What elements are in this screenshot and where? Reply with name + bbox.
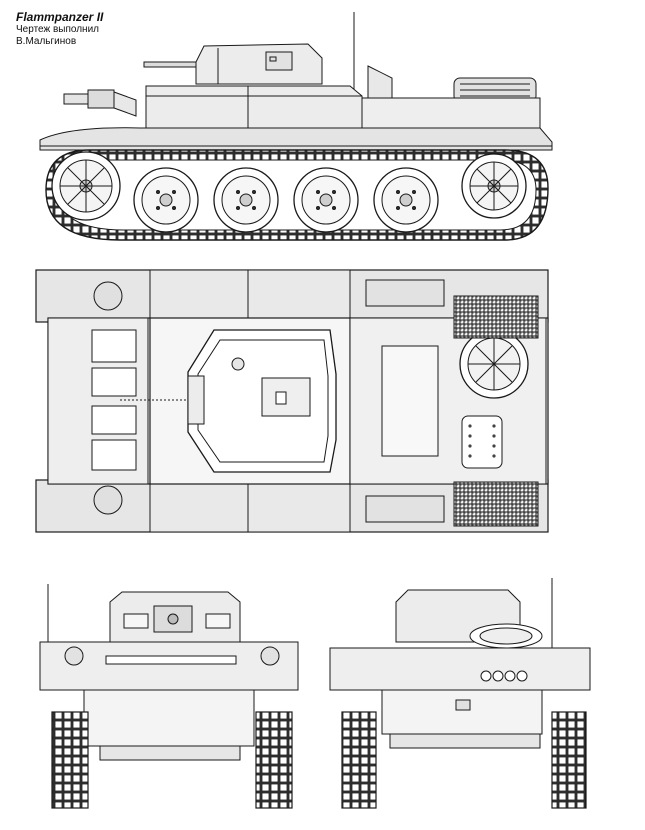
road-wheel-3 <box>293 167 359 233</box>
side-superstructure <box>145 85 365 133</box>
top-stowage-box-right <box>453 481 539 527</box>
rear-hull <box>329 647 591 691</box>
drawing-title: Flammpanzer II <box>16 10 104 24</box>
top-sponson-left <box>149 269 351 319</box>
author-credit-line-1: Чертеж выполнил <box>16 24 99 35</box>
drawing-caption: Flammpanzer II Чертеж выполнил В.Мальгин… <box>16 10 103 48</box>
author-credit-line-2: В.Мальгинов <box>16 36 77 47</box>
side-turret <box>195 43 323 85</box>
top-headlight-left <box>93 281 123 311</box>
front-track-left <box>51 711 89 809</box>
road-wheel-1 <box>133 167 199 233</box>
top-headlight-right <box>93 485 123 515</box>
side-gun-barrel <box>143 61 197 68</box>
top-engine-hatch <box>381 345 439 457</box>
top-stowage-box-left <box>453 295 539 339</box>
front-track-right <box>255 711 293 809</box>
rear-view <box>329 578 591 809</box>
rear-track-right <box>551 711 587 809</box>
front-view <box>39 584 299 809</box>
road-wheel-2 <box>213 167 279 233</box>
side-rear-stowage <box>367 65 393 101</box>
front-hull <box>39 641 299 691</box>
top-sponson-right <box>149 483 351 533</box>
flame-projector <box>87 89 115 109</box>
side-view <box>39 12 553 241</box>
top-rear-plate <box>461 415 503 469</box>
idler-wheel <box>461 153 527 219</box>
top-view <box>35 269 549 533</box>
rear-track-left <box>341 711 377 809</box>
side-hull-fender <box>39 127 553 151</box>
road-wheel-4 <box>373 167 439 233</box>
drive-sprocket <box>51 151 121 221</box>
